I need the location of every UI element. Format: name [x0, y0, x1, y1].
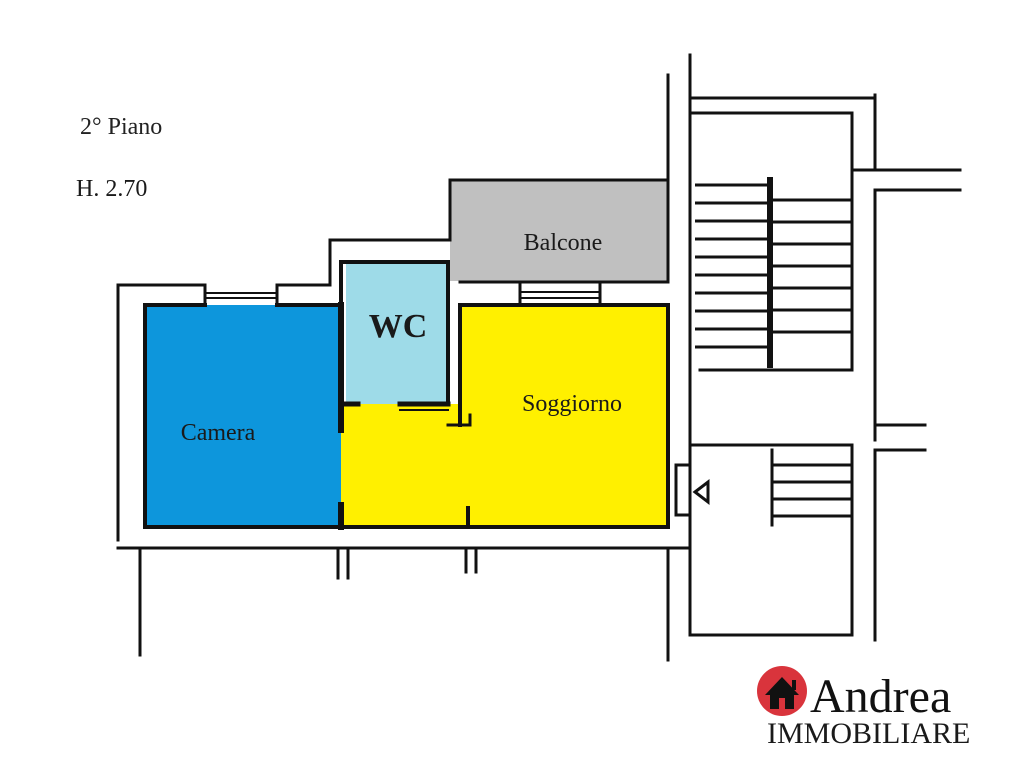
stair-treads-upper — [695, 183, 852, 349]
room-label-camera: Camera — [181, 420, 256, 446]
logo-tagline: IMMOBILIARE — [767, 717, 970, 750]
room-label-wc: WC — [369, 308, 428, 345]
walls — [116, 53, 962, 662]
logo: Andrea IMMOBILIARE — [757, 666, 970, 750]
room-wc-fill — [346, 262, 448, 404]
room-soggiorno-fill — [341, 305, 668, 527]
room-balcone-fill — [450, 180, 668, 281]
room-label-soggiorno: Soggiorno — [522, 391, 622, 417]
room-label-balcone: Balcone — [524, 230, 603, 256]
house-icon — [757, 666, 807, 716]
floor-label: 2° Piano — [80, 114, 162, 140]
stair-treads-lower — [772, 463, 852, 518]
height-label: H. 2.70 — [76, 176, 147, 202]
room-camera-fill — [145, 305, 341, 527]
logo-name: Andrea — [810, 670, 951, 723]
